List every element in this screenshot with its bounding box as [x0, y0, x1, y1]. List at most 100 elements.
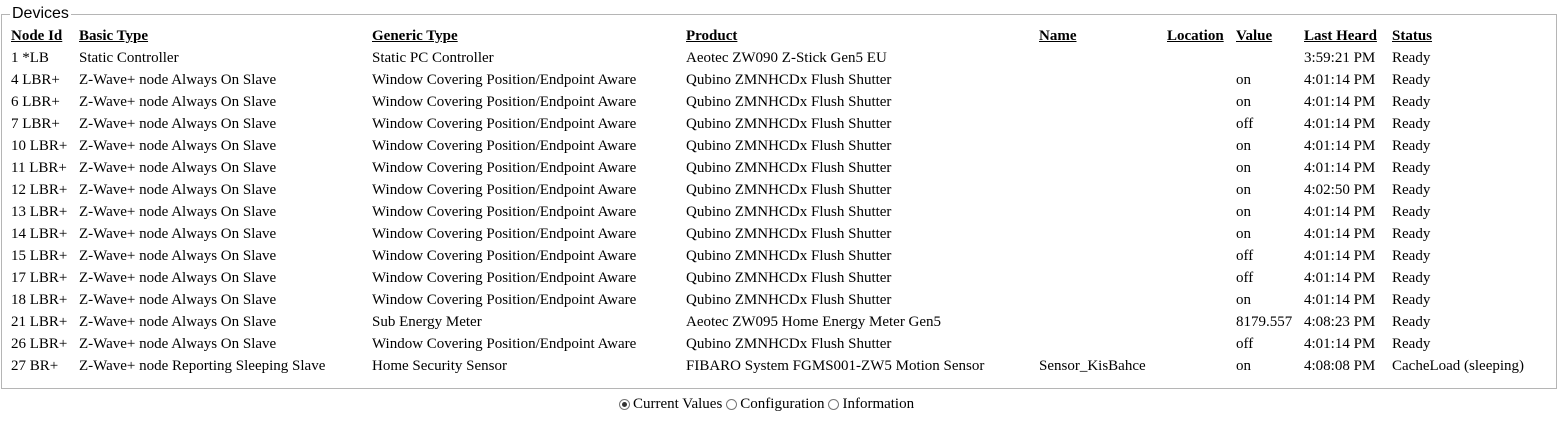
view-mode-radio-group: Current Values Configuration Information [619, 396, 918, 413]
header-product[interactable]: Product [686, 28, 738, 44]
cell-basic-type: Z-Wave+ node Always On Slave [79, 182, 277, 198]
radio-unchecked-icon[interactable] [828, 399, 840, 410]
cell-value: on [1236, 358, 1251, 374]
cell-generic-type: Window Covering Position/Endpoint Aware [372, 72, 637, 88]
cell-location [1165, 355, 1234, 377]
cell-product: Qubino ZMNHCDx Flush Shutter [686, 204, 892, 220]
table-row[interactable]: 27 BR+Z-Wave+ node Reporting Sleeping Sl… [9, 355, 1536, 377]
cell-status: Ready [1392, 50, 1431, 66]
cell-value: off [1236, 270, 1254, 286]
cell-location [1165, 289, 1234, 311]
cell-generic-type: Window Covering Position/Endpoint Aware [372, 336, 637, 352]
header-node-id[interactable]: Node Id [11, 28, 63, 44]
cell-value: off [1236, 116, 1254, 132]
cell-node-id: 17 LBR+ [11, 270, 68, 286]
cell-value: off [1236, 336, 1254, 352]
cell-last-heard: 4:01:14 PM [1304, 138, 1376, 154]
table-row[interactable]: 4 LBR+ Z-Wave+ node Always On Slave Window… [9, 69, 1536, 91]
cell-location [1165, 179, 1234, 201]
cell-generic-type: Window Covering Position/Endpoint Aware [372, 116, 637, 132]
cell-generic-type: Static PC Controller [372, 50, 494, 66]
cell-last-heard: 4:01:14 PM [1304, 94, 1376, 110]
cell-node-id: 26 LBR+ [11, 336, 68, 352]
cell-generic-type: Sub Energy Meter [372, 314, 482, 330]
cell-value [1234, 47, 1302, 69]
cell-name [1037, 47, 1165, 69]
cell-basic-type: Z-Wave+ node Always On Slave [79, 116, 277, 132]
radio-current-values[interactable]: Current Values [619, 396, 722, 413]
radio-information[interactable]: Information [828, 396, 914, 413]
cell-name [1037, 91, 1165, 113]
cell-value: on [1236, 94, 1251, 110]
cell-basic-type: Z-Wave+ node Always On Slave [79, 94, 277, 110]
cell-name [1037, 245, 1165, 267]
cell-value: on [1236, 204, 1251, 220]
cell-basic-type: Z-Wave+ node Always On Slave [79, 72, 277, 88]
cell-status: Ready [1392, 72, 1431, 88]
cell-last-heard: 4:01:14 PM [1304, 292, 1376, 308]
cell-status: Ready [1392, 204, 1431, 220]
cell-location [1165, 245, 1234, 267]
cell-location [1165, 135, 1234, 157]
cell-name [1037, 69, 1165, 91]
header-name[interactable]: Name [1039, 28, 1077, 44]
cell-location [1165, 113, 1234, 135]
cell-location [1165, 267, 1234, 289]
cell-location [1165, 69, 1234, 91]
cell-status: Ready [1392, 226, 1431, 242]
cell-name [1037, 223, 1165, 245]
radio-unchecked-icon[interactable] [726, 399, 738, 410]
header-generic-type[interactable]: Generic Type [372, 28, 458, 44]
cell-status: Ready [1392, 94, 1431, 110]
cell-product: Qubino ZMNHCDx Flush Shutter [686, 138, 892, 154]
cell-generic-type: Window Covering Position/Endpoint Aware [372, 226, 637, 242]
cell-basic-type: Z-Wave+ node Always On Slave [79, 138, 277, 154]
cell-generic-type: Window Covering Position/Endpoint Aware [372, 160, 637, 176]
cell-name: Sensor_KisBahce [1039, 358, 1146, 374]
radio-configuration[interactable]: Configuration [726, 396, 824, 413]
header-value[interactable]: Value [1236, 28, 1273, 44]
cell-last-heard: 4:01:14 PM [1304, 336, 1376, 352]
cell-node-id: 13 LBR+ [11, 204, 68, 220]
cell-basic-type: Z-Wave+ node Reporting Sleeping Slave [79, 358, 326, 374]
cell-node-id: 7 LBR+ [11, 116, 60, 132]
cell-node-id: 21 LBR+ [11, 314, 68, 330]
cell-generic-type: Window Covering Position/Endpoint Aware [372, 182, 637, 198]
header-last-heard[interactable]: Last Heard [1304, 28, 1377, 44]
devices-table: Node Id Basic Type Generic Type Product … [9, 25, 1536, 377]
cell-value: on [1236, 292, 1251, 308]
radio-checked-icon[interactable] [619, 399, 630, 410]
table-row[interactable]: 7 LBR+ Z-Wave+ node Always On Slave Window… [9, 113, 1536, 135]
cell-status: Ready [1392, 160, 1431, 176]
cell-node-id: 12 LBR+ [11, 182, 68, 198]
cell-name [1037, 179, 1165, 201]
cell-node-id: 6 LBR+ [11, 94, 60, 110]
cell-node-id: 10 LBR+ [11, 138, 68, 154]
header-status[interactable]: Status [1392, 28, 1433, 44]
cell-basic-type: Z-Wave+ node Always On Slave [79, 160, 277, 176]
header-basic-type[interactable]: Basic Type [79, 28, 149, 44]
cell-node-id: 4 LBR+ [11, 72, 60, 88]
cell-name [1037, 333, 1165, 355]
cell-name [1037, 113, 1165, 135]
cell-location [1165, 47, 1234, 69]
cell-product: Qubino ZMNHCDx Flush Shutter [686, 270, 892, 286]
cell-product: Qubino ZMNHCDx Flush Shutter [686, 182, 892, 198]
cell-product: Qubino ZMNHCDx Flush Shutter [686, 72, 892, 88]
cell-product: Qubino ZMNHCDx Flush Shutter [686, 160, 892, 176]
cell-product: Qubino ZMNHCDx Flush Shutter [686, 116, 892, 132]
header-location[interactable]: Location [1167, 28, 1224, 44]
table-row[interactable]: 12 LBR+ Z-Wave+ node Always On Slave Windo… [9, 179, 1536, 201]
cell-status: CacheLoad (sleeping) [1392, 358, 1525, 374]
